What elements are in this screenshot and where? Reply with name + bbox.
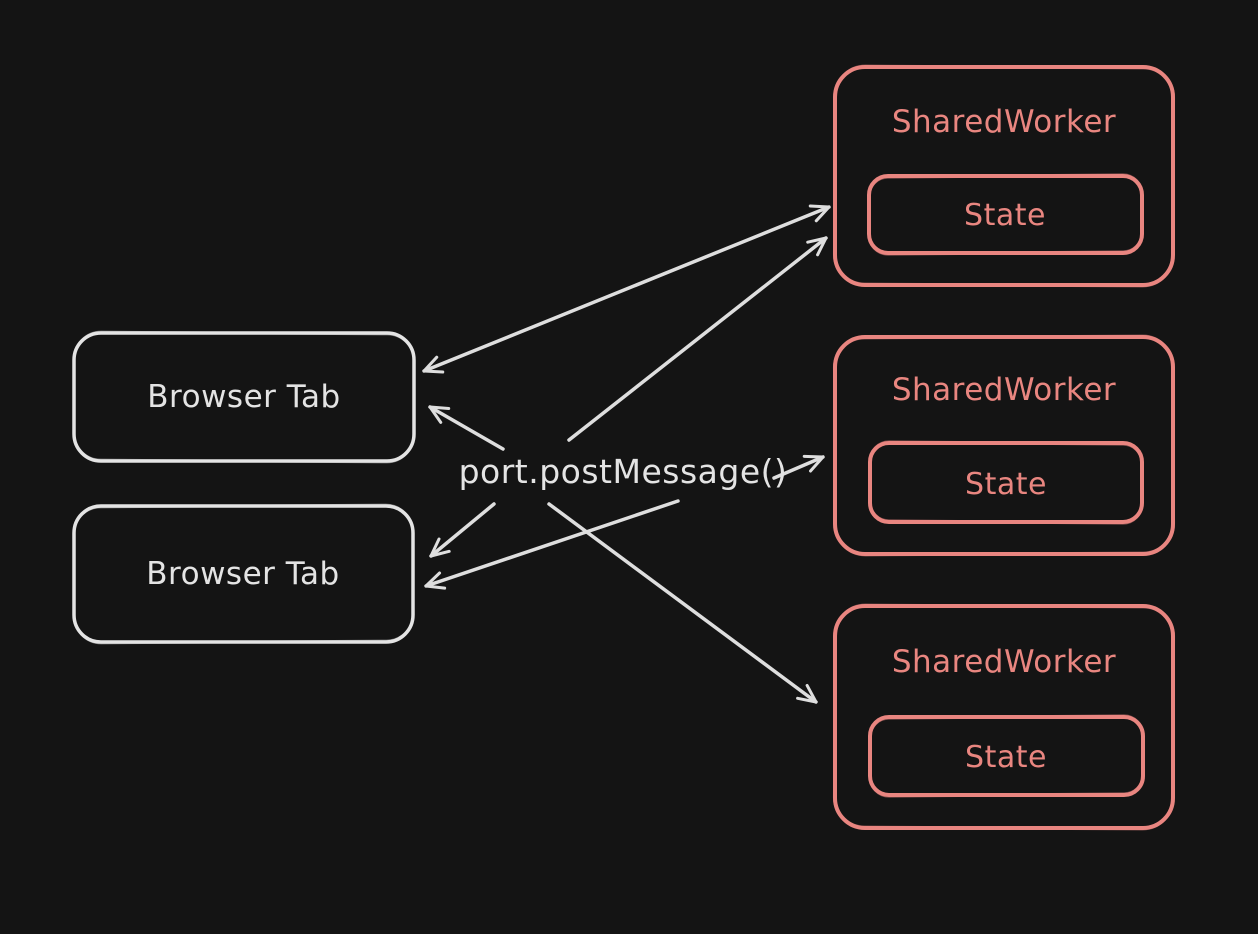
shared-worker-1: SharedWorker State [832, 64, 1176, 288]
shared-worker-1-label: SharedWorker [892, 104, 1116, 140]
arrow-label-to-worker3 [547, 502, 818, 704]
browser-tab-2: Browser Tab [72, 503, 415, 645]
shared-worker-2-label: SharedWorker [892, 372, 1116, 408]
browser-tab-1: Browser Tab [72, 330, 416, 464]
browser-tab-1-box-sketch [72, 330, 416, 464]
shared-worker-1-box-sketch [832, 64, 1176, 288]
state-1-label: State [964, 198, 1046, 233]
arrow-label-to-worker2 [772, 454, 825, 480]
state-2-box [868, 441, 1144, 524]
shared-worker-3: SharedWorker State [832, 603, 1176, 831]
port-postmessage-label: port.postMessage() [459, 452, 788, 491]
shared-worker-3-label: SharedWorker [892, 644, 1116, 680]
state-3-box-sketch [868, 714, 1145, 798]
state-1-box-sketch [867, 173, 1144, 256]
arrow-label-to-tab2-short [429, 502, 496, 558]
arrow-label-to-tab2-long [424, 499, 680, 590]
arrow-label-to-tab1 [428, 405, 505, 451]
browser-tab-2-box-sketch [72, 503, 415, 645]
browser-tab-1-label: Browser Tab [147, 379, 340, 415]
state-3-label: State [965, 740, 1047, 775]
arrow-tab1-worker1-bidirectional [422, 204, 831, 374]
shared-worker-3-box-sketch [832, 603, 1176, 831]
browser-tab-2-label: Browser Tab [146, 556, 339, 592]
shared-worker-2-box [833, 335, 1175, 556]
browser-tab-2-box [72, 504, 415, 644]
state-2-label: State [965, 467, 1047, 502]
arrow-label-to-worker1 [567, 236, 828, 442]
state-3-box [868, 715, 1145, 797]
state-2-box-sketch [868, 440, 1144, 525]
browser-tab-1-box [72, 331, 416, 463]
shared-worker-2: SharedWorker State [832, 334, 1176, 557]
state-1-box [867, 174, 1144, 255]
shared-worker-3-box [833, 604, 1175, 830]
shared-worker-1-box [833, 65, 1175, 287]
shared-worker-2-box-sketch [832, 334, 1176, 557]
